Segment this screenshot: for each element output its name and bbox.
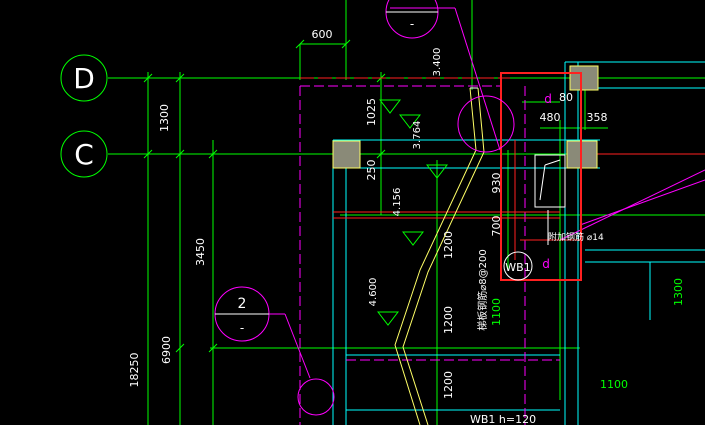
dim-358: 358 <box>587 111 608 124</box>
dim-1100-b: 1100 <box>600 378 628 391</box>
dim-600: 600 <box>312 28 333 41</box>
dim-1100-a: 1100 <box>490 298 503 326</box>
dim-1300-r: 1300 <box>672 278 685 306</box>
dim-1200-c: 1200 <box>442 371 455 399</box>
detail-dash-top: - <box>410 17 414 31</box>
dim-3400: 3.400 <box>432 48 443 77</box>
bar-note: 附加钢筋 ⌀14 <box>548 231 604 243</box>
dim-1200-a: 1200 <box>442 231 455 259</box>
annotation-texts: d d 附加钢筋 ⌀14 梯板钢筋⌀8@200 WB1 h=120 <box>470 92 604 425</box>
dim-1025: 1025 <box>365 98 378 126</box>
stair-profile <box>394 87 485 425</box>
dim-18250: 18250 <box>128 353 141 388</box>
detail-bubble-2[interactable]: 2 - <box>214 286 270 342</box>
dim-4600: 4.600 <box>368 278 379 307</box>
wb1-bubble[interactable]: WB1 <box>503 251 533 281</box>
beam-lines <box>265 7 705 425</box>
highlight-box[interactable] <box>500 72 582 281</box>
section-circle-bottom[interactable] <box>297 378 335 416</box>
section-detail <box>534 154 566 245</box>
dim-6900: 6900 <box>160 336 173 364</box>
vertical-dimension-lines <box>147 0 608 425</box>
red-lines <box>300 77 705 260</box>
dimension-ticks <box>143 39 386 353</box>
detail-number-2: 2 <box>238 296 247 312</box>
bottom-note: WB1 h=120 <box>470 413 536 425</box>
dim-3764: 3.764 <box>412 121 423 150</box>
dim-3450: 3450 <box>194 238 207 266</box>
section-circle-stair[interactable] <box>457 95 515 153</box>
slab-note: 梯板钢筋⌀8@200 <box>476 249 489 330</box>
dim-930: 930 <box>490 173 503 194</box>
detail-bubble-top[interactable]: - <box>385 0 439 39</box>
d-mark-bottom: d <box>542 257 550 271</box>
grid-bubble-c[interactable]: C <box>60 130 108 178</box>
wb1-label: WB1 <box>505 261 530 274</box>
dim-250: 250 <box>365 160 378 181</box>
dim-1200-b: 1200 <box>442 306 455 334</box>
dim-480: 480 <box>540 111 561 124</box>
grid-bubble-d[interactable]: D <box>60 54 108 102</box>
dim-80: 80 <box>559 91 573 104</box>
dim-4156: 4.156 <box>392 188 403 217</box>
grid-label-c: C <box>74 138 94 171</box>
dimension-texts: 600 1300 3450 6900 18250 1025 250 3.400 … <box>128 28 685 399</box>
dim-1300: 1300 <box>158 104 171 132</box>
wall-lines <box>332 61 705 425</box>
d-mark-top: d <box>544 92 552 106</box>
level-markers <box>376 99 449 326</box>
detail-dash-left: - <box>240 321 244 335</box>
dim-700: 700 <box>490 216 503 237</box>
grid-label-d: D <box>73 62 95 95</box>
